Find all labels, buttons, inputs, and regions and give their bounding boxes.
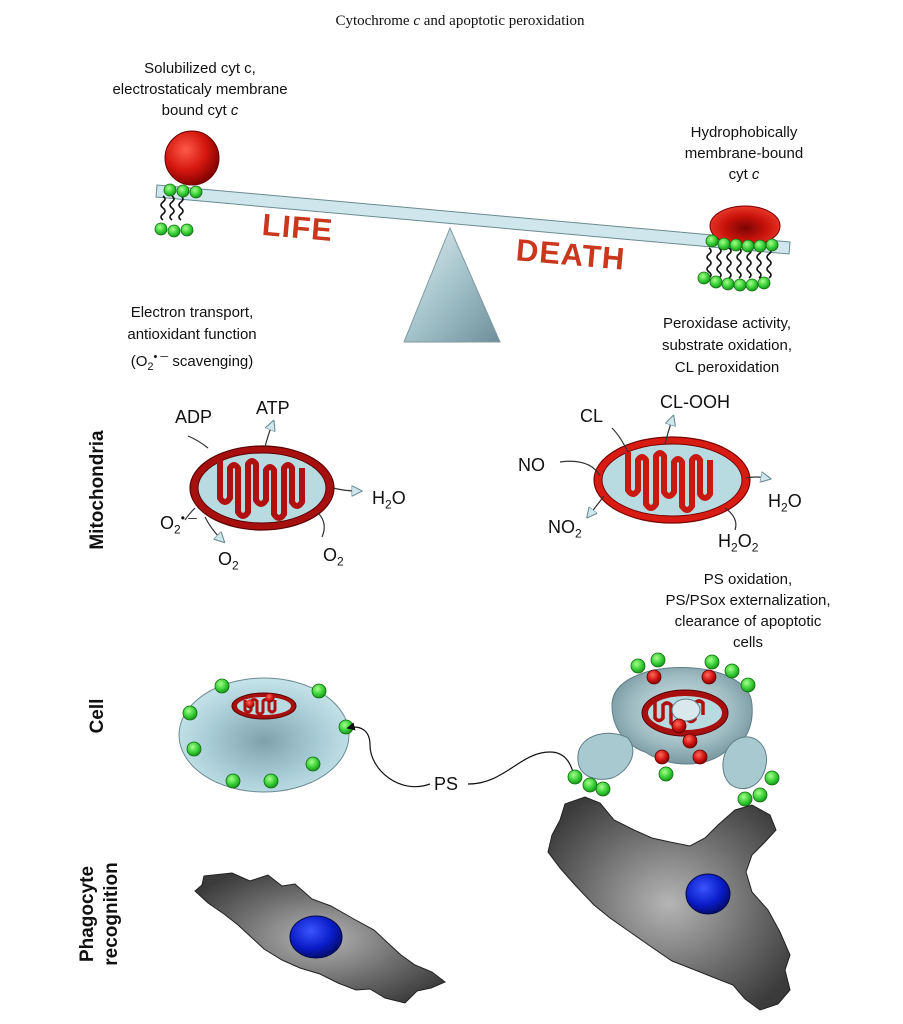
fulcrum-triangle: [403, 226, 501, 343]
ps-label: PS: [434, 774, 459, 794]
phagocyte-right: [547, 796, 791, 1011]
cl-ooh-label: CL-OOH: [660, 392, 731, 412]
row-label-phagocyte-2: recognition: [101, 862, 122, 966]
mitochondrion-left: [184, 425, 357, 539]
cyt-c-sphere: [164, 130, 220, 186]
right-function-line3: CL peroxidation: [674, 359, 780, 376]
row-label-phagocyte-1: Phagocyte: [77, 865, 98, 963]
left-cytc-membrane: [154, 130, 220, 238]
ps-caption-line1: PS oxidation,: [703, 571, 793, 588]
phagocyte-left: [194, 872, 446, 1004]
row-label-cell: Cell: [87, 698, 108, 734]
right-function-line2: substrate oxidation,: [661, 337, 793, 354]
left-function-line3: (O2• ─ scavenging): [130, 351, 254, 373]
adp-label: ADP: [175, 407, 213, 427]
o2-left-label-a: O2: [218, 549, 239, 573]
life-label: LIFE: [260, 206, 335, 249]
ps-caption-line2: PS/PSox externalization,: [665, 592, 831, 609]
o2-left-label-b: O2: [323, 545, 344, 569]
no2-label: NO2: [548, 517, 582, 541]
ps-caption-line3: clearance of apoptotic: [674, 613, 822, 630]
left-top-line3: bound cyt c: [161, 102, 239, 119]
healthy-cell: [178, 677, 354, 793]
ps-caption: PS oxidation, PS/PSox externalization, c…: [665, 569, 830, 653]
seesaw: [155, 184, 791, 343]
right-top-line1: Hydrophobically: [690, 124, 798, 141]
right-function-caption: Peroxidase activity, substrate oxidation…: [662, 313, 792, 379]
nucleus-left: [289, 915, 343, 959]
superoxide-label: O2• ─: [160, 511, 197, 537]
apoptotic-cell: [567, 652, 780, 807]
mitochondrion-right: [559, 420, 766, 531]
ps-caption-line4: cells: [732, 634, 763, 651]
h2o-left-label: H2O: [372, 488, 406, 512]
no-label: NO: [518, 455, 545, 475]
row-label-phagocyte: Phagocyte recognition: [76, 862, 124, 965]
balance-beam: [155, 184, 791, 255]
left-function-line1: Electron transport,: [130, 304, 254, 321]
right-function-line1: Peroxidase activity,: [662, 315, 792, 332]
right-top-line3: cyt c: [728, 166, 760, 183]
figure-header: Cytochrome c and apoptotic peroxidation: [335, 13, 585, 29]
death-label: DEATH: [514, 232, 627, 277]
nucleus-right: [685, 873, 731, 915]
right-top-caption: Hydrophobically membrane-bound cyt c: [685, 122, 803, 185]
atp-label: ATP: [256, 398, 290, 418]
ps-arrows: [346, 722, 578, 788]
h2o2-label: H2O2: [718, 531, 759, 555]
row-label-mitochondria: Mitochondria: [87, 430, 108, 550]
right-top-line2: membrane-bound: [684, 145, 804, 162]
h2o-right-label: H2O: [768, 491, 802, 515]
right-cytc-membrane: [697, 205, 781, 292]
left-function-caption: Electron transport, antioxidant function…: [127, 302, 256, 378]
left-top-line2: electrostaticaly membrane: [112, 81, 288, 98]
left-function-line2: antioxidant function: [127, 326, 257, 343]
left-top-caption: Solubilized cyt c, electrostaticaly memb…: [112, 58, 287, 121]
left-top-line1: Solubilized cyt c,: [144, 60, 256, 77]
cl-label: CL: [580, 406, 604, 426]
